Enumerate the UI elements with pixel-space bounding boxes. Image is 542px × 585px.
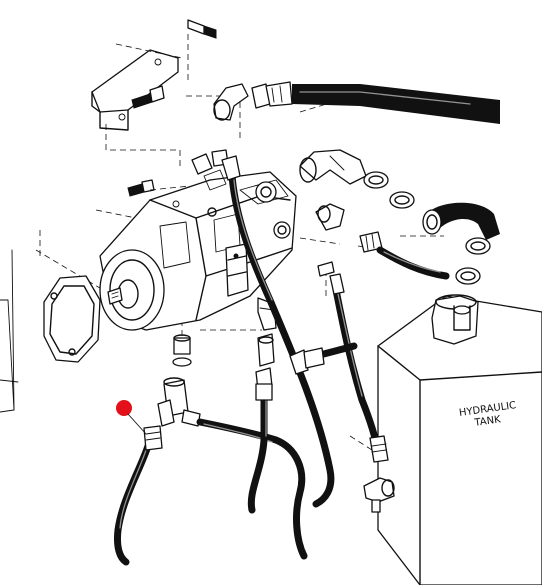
- return-elbow: [299, 149, 367, 185]
- tank-label-line2: TANK: [473, 414, 502, 429]
- mounting-bracket: [91, 49, 179, 131]
- pump-front-flange: [99, 249, 165, 331]
- bracket-bolt-top: [187, 19, 217, 39]
- top-suction-hose: [292, 84, 500, 124]
- mid-elbow-hose: [289, 342, 358, 375]
- callout-dot[interactable]: [116, 400, 132, 416]
- hose-clamps: [363, 171, 491, 285]
- small-tee-fitting: [317, 261, 335, 277]
- return-line-hose: [376, 246, 450, 280]
- tank-filler-cap: [431, 294, 479, 345]
- tank-port-fitting: [363, 477, 395, 513]
- bracket-bolt-side: [131, 85, 165, 109]
- inlet-hose-bottom: [114, 425, 163, 566]
- tee-fitting-center: [157, 377, 201, 427]
- callout-leader: [127, 413, 147, 435]
- pressure-fitting-mid: [315, 203, 345, 231]
- pump-control-valve: [225, 243, 249, 297]
- pump-gasket: [43, 275, 101, 363]
- callout-marker[interactable]: [116, 400, 147, 435]
- top-elbow-fitting: [213, 81, 293, 121]
- machine-frame-edge: [0, 249, 19, 413]
- pump-outlet-fitting: [172, 334, 192, 367]
- vertical-hose-center: [247, 383, 273, 514]
- side-tee-fitting: [255, 333, 275, 391]
- suction-hose-segment: [422, 202, 500, 240]
- pump-mount-bolt: [127, 179, 155, 197]
